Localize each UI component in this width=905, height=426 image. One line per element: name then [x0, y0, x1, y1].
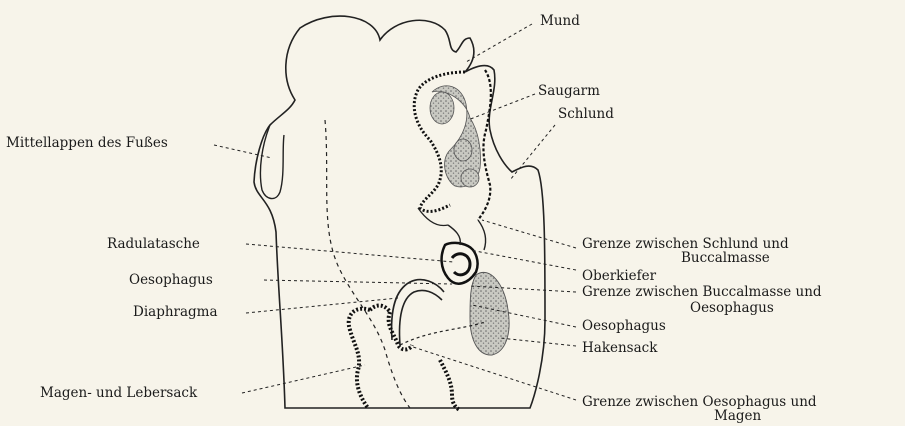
label-oesophagus-left: Oesophagus: [129, 272, 213, 288]
internal-dashed-line: [325, 120, 410, 408]
label-mund: Mund: [540, 13, 580, 29]
label-oesophagus-right: Oesophagus: [582, 318, 666, 334]
label-grenze-oeso-1: Grenze zwischen Oesophagus und: [582, 394, 817, 410]
label-magen-lebersack: Magen- und Lebersack: [40, 385, 198, 401]
label-grenze-schlund-2: Buccalmasse: [681, 250, 770, 266]
label-grenze-buccal-2: Oesophagus: [690, 300, 774, 316]
label-mittellappen: Mittellappen des Fußes: [6, 135, 168, 151]
label-grenze-buccal-1: Grenze zwischen Buccalmasse und: [582, 284, 822, 300]
leader-magen: [242, 365, 365, 393]
lower-detail: [418, 208, 448, 226]
saugarm-lobe-1: [430, 92, 454, 124]
label-saugarm: Saugarm: [538, 83, 600, 99]
leader-hakensack: [500, 338, 576, 346]
leader-lines: [214, 24, 576, 400]
leader-grenze-schlund: [482, 220, 576, 248]
schlund-wall-right: [478, 70, 491, 220]
label-diaphragma: Diaphragma: [133, 304, 218, 320]
leader-schlund: [510, 125, 555, 180]
buccal-mass: [442, 243, 478, 284]
radula-coil: [452, 254, 470, 275]
label-hakensack: Hakensack: [582, 340, 658, 356]
leader-saugarm: [468, 94, 535, 120]
leader-oberkiefer: [470, 250, 576, 270]
label-schlund: Schlund: [558, 106, 614, 122]
leader-mund: [466, 24, 532, 62]
oesophagus-tube: [392, 280, 444, 345]
label-oberkiefer: Oberkiefer: [582, 268, 657, 284]
hakensack: [470, 272, 509, 355]
saugarm-lobe-2: [454, 139, 472, 161]
magen-lebersack: [349, 306, 460, 410]
saugarm-lobe-3: [461, 169, 479, 187]
leader-diaphragma: [246, 298, 398, 313]
label-grenze-oeso-2: Magen: [714, 408, 762, 424]
label-radulatasche: Radulatasche: [107, 236, 200, 252]
